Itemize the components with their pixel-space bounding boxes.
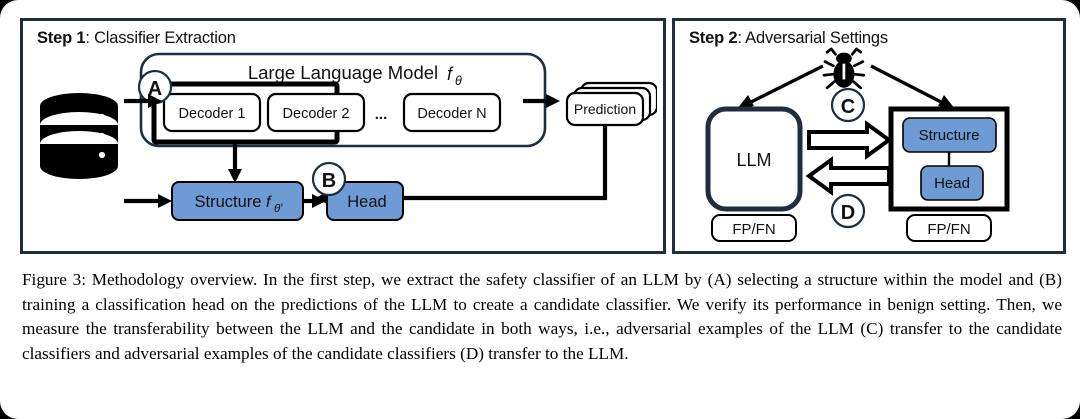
llm-fpfn-box: FP/FN xyxy=(711,214,797,242)
prediction-stack: Prediction xyxy=(565,81,657,127)
decoder-ellipsis: ... xyxy=(375,106,388,123)
decoder-box: Decoder 1 xyxy=(162,92,262,133)
marker-c-label: C xyxy=(841,96,855,118)
panel-step-2: Step 2: Adversarial Settings xyxy=(672,18,1066,254)
llm-fpfn-label: FP/FN xyxy=(732,221,775,238)
step1-title: Step 1: Classifier Extraction xyxy=(37,29,236,48)
step1-diagram: Large Language Model f θ Decoder 1 Decod… xyxy=(40,52,657,221)
decoder-box: Decoder N xyxy=(402,92,502,133)
candidate-structure-box: Structure xyxy=(902,117,997,153)
step1-title-rest: : Classifier Extraction xyxy=(85,29,236,47)
arrow-bug-to-candidate xyxy=(870,64,955,109)
decoder-n-label: Decoder N xyxy=(417,106,486,122)
step2-title-bold: Step 2 xyxy=(689,29,738,47)
arrow-bug-to-llm xyxy=(737,64,824,109)
structure-label: Structure xyxy=(195,193,262,211)
arrow-db-to-structure xyxy=(124,194,172,208)
figure-diagram-area: Step 1: Classifier Extraction xyxy=(20,18,1066,254)
llm-label: LLM xyxy=(736,150,771,170)
marker-c: C xyxy=(830,87,866,123)
step2-title-rest: : Adversarial Settings xyxy=(737,29,888,47)
marker-d-label: D xyxy=(841,202,855,224)
prediction-label: Prediction xyxy=(574,101,636,117)
llm-box-math: f xyxy=(447,64,454,84)
head-box: Head xyxy=(326,181,404,221)
llm-box-math-sub: θ xyxy=(455,74,462,88)
marker-d: D xyxy=(830,193,866,229)
candidate-head-label: Head xyxy=(934,175,970,192)
step2-diagram: LLM FP/FN Structure Head xyxy=(705,47,1010,242)
decoder-box: Decoder 2 xyxy=(266,92,366,133)
arrow-structure-to-head xyxy=(303,194,326,208)
marker-b-label: B xyxy=(322,170,336,192)
structure-math-sub: θ′ xyxy=(274,203,283,215)
step2-title: Step 2: Adversarial Settings xyxy=(689,29,888,48)
head-label: Head xyxy=(347,193,386,211)
block-arrow-d xyxy=(805,156,891,196)
structure-box: Structure f θ′ xyxy=(171,181,304,221)
database-cylinder-icon xyxy=(40,93,118,179)
candidate-fpfn-label: FP/FN xyxy=(927,221,970,238)
marker-a: A xyxy=(137,69,173,105)
arrow-llm-to-prediction xyxy=(523,94,560,108)
block-arrow-c xyxy=(807,120,893,160)
bug-icon xyxy=(822,47,866,90)
marker-a-label: A xyxy=(148,78,162,100)
structure-math: f xyxy=(266,194,272,211)
step1-title-bold: Step 1 xyxy=(37,29,86,47)
arrow-db-to-llm xyxy=(124,94,162,108)
llm-box-label: Large Language Model xyxy=(248,62,438,83)
decoder-1-label: Decoder 1 xyxy=(179,106,246,122)
decoder-2-label: Decoder 2 xyxy=(283,106,350,122)
llm-box: LLM xyxy=(705,106,803,212)
panel-step-1: Step 1: Classifier Extraction xyxy=(20,18,666,254)
candidate-fpfn-box: FP/FN xyxy=(906,214,992,242)
candidate-structure-label: Structure xyxy=(919,127,980,144)
marker-b: B xyxy=(311,161,347,197)
figure-caption: Figure 3: Methodology overview. In the f… xyxy=(22,270,1062,363)
candidate-head-box: Head xyxy=(920,165,984,201)
arrow-structure-select xyxy=(228,142,242,183)
